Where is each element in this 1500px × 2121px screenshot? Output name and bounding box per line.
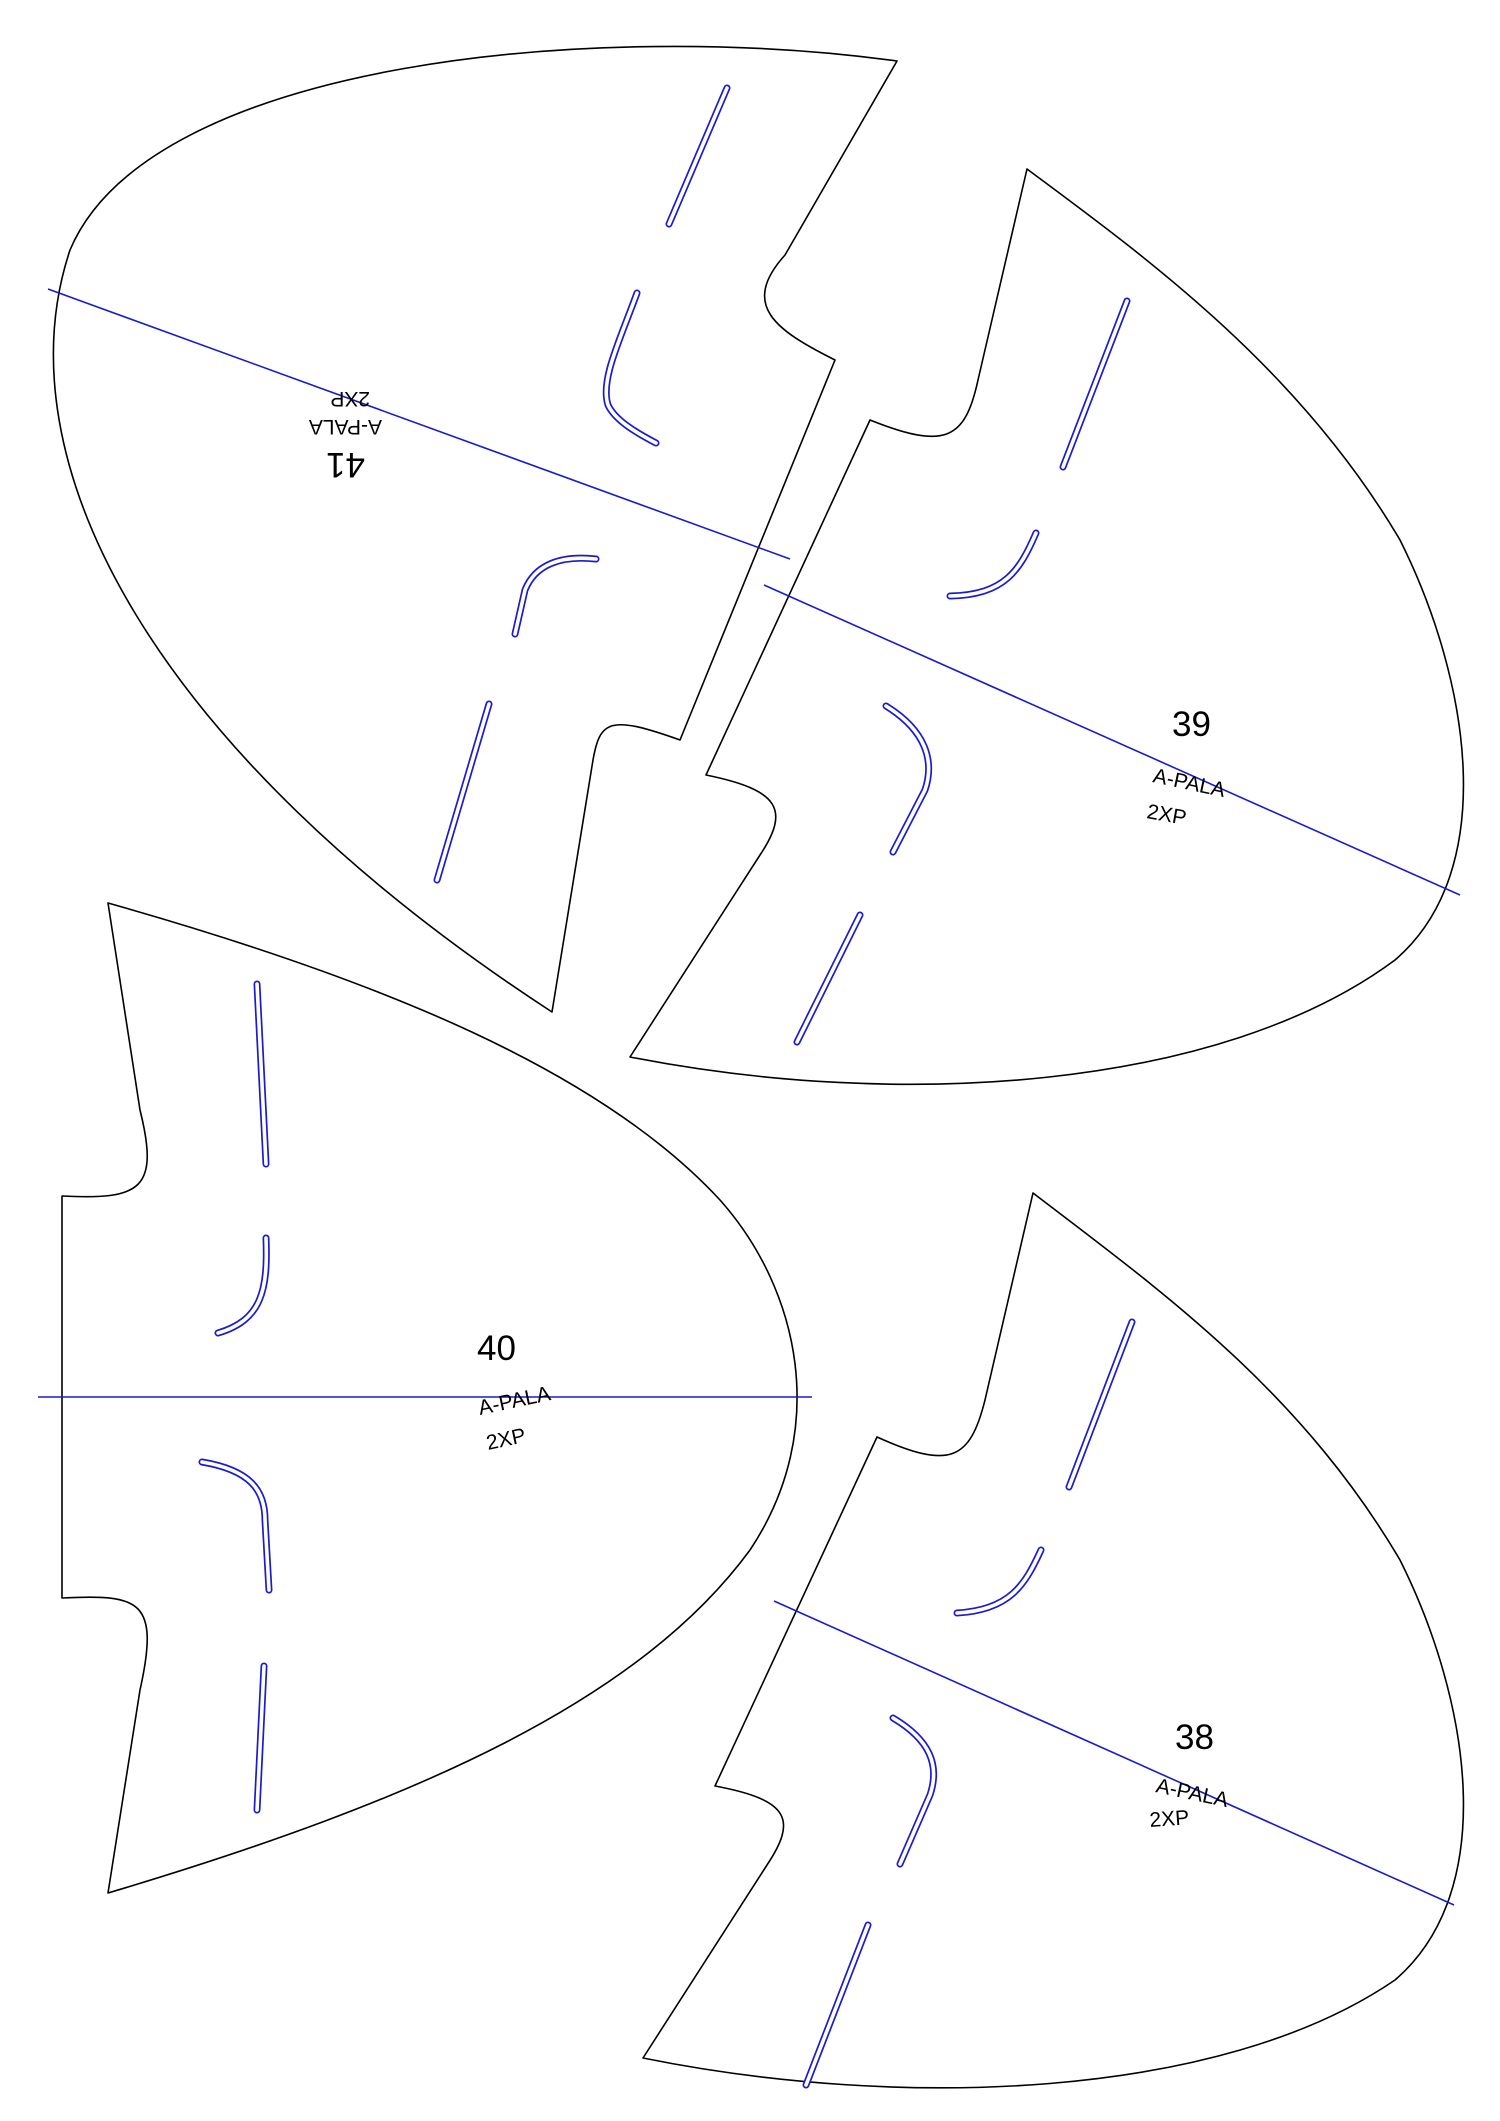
slot (889, 1714, 938, 1868)
slot (891, 1716, 936, 1866)
piece-39-axis (763, 584, 1461, 896)
piece-41-axis (47, 288, 791, 560)
slot (667, 86, 729, 226)
piece-41-label: 41 A-PALA 2XP (309, 387, 382, 484)
piece-qty: 2XP (330, 387, 370, 410)
piece-41-outline (52, 45, 898, 1013)
slot (255, 1664, 266, 1812)
slot (804, 1923, 870, 2087)
piece-41: 41 A-PALA 2XP (47, 45, 898, 1013)
slot (955, 1548, 1043, 1615)
piece-qty: 2XP (1149, 1806, 1190, 1832)
piece-39-outline (629, 168, 1465, 1086)
piece-number: 40 (477, 1329, 516, 1368)
slot (200, 1460, 271, 1592)
piece-38-outline (642, 1192, 1465, 2089)
piece-39: 39 A-PALA 2XP (629, 168, 1465, 1086)
slot (214, 1234, 270, 1337)
slot (795, 913, 862, 1044)
slot (884, 704, 931, 854)
piece-39-slots (793, 297, 1131, 1046)
piece-name: A-PALA (1151, 764, 1227, 802)
piece-name: A-PALA (476, 1382, 552, 1420)
piece-qty: 2XP (1145, 800, 1188, 830)
piece-number: 38 (1175, 1718, 1214, 1757)
piece-40-slots (198, 980, 273, 1814)
slot (948, 531, 1038, 598)
piece-38-label: 38 A-PALA 2XP (1149, 1718, 1231, 1832)
slot (511, 554, 600, 638)
slot (435, 702, 491, 882)
piece-number: 41 (326, 445, 365, 484)
piece-name: A-PALA (1154, 1774, 1230, 1812)
piece-qty: 2XP (484, 1424, 528, 1455)
piece-38: 38 A-PALA 2XP (642, 1192, 1465, 2089)
piece-38-axis (773, 1600, 1455, 1906)
piece-40: 40 A-PALA 2XP (38, 902, 812, 1894)
piece-40-label: 40 A-PALA 2XP (476, 1329, 552, 1455)
piece-38-slots (802, 1318, 1136, 2089)
piece-name: A-PALA (309, 415, 382, 438)
slot (255, 982, 268, 1166)
slot (1067, 1320, 1134, 1489)
piece-39-label: 39 A-PALA 2XP (1145, 705, 1227, 830)
piece-number: 39 (1172, 705, 1211, 744)
piece-40-outline (61, 902, 798, 1894)
slot (198, 1458, 273, 1594)
slot (882, 702, 933, 856)
piece-41-slots (433, 84, 731, 884)
slot (602, 289, 660, 447)
slot (1061, 299, 1129, 469)
slot (513, 556, 598, 636)
slot (216, 1236, 269, 1335)
slot (604, 291, 658, 445)
